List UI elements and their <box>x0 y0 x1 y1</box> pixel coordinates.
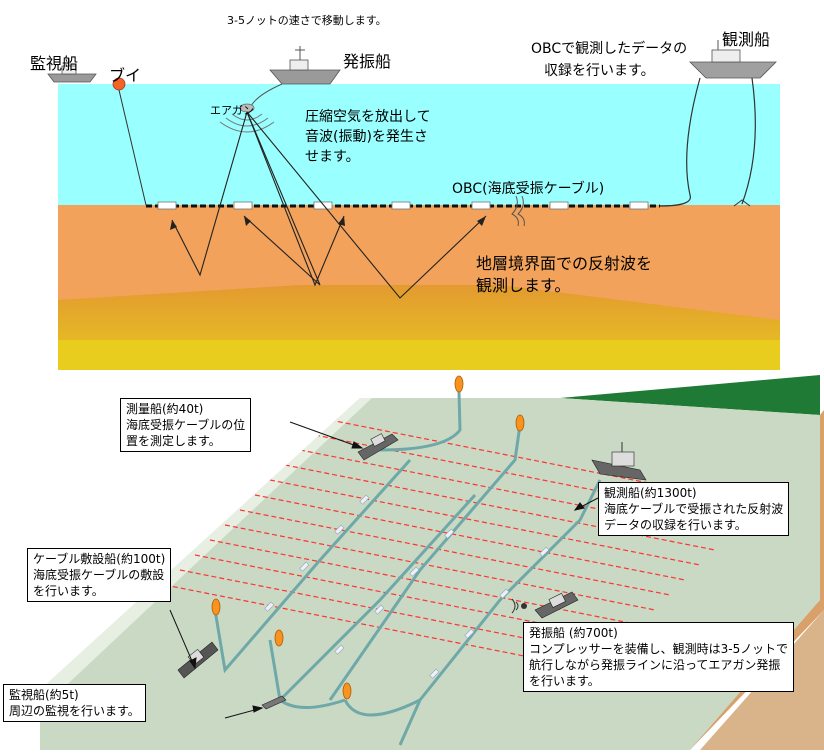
compressed-air-line-1: 圧縮空気を放出して <box>305 109 431 125</box>
cable-ship-line-2: を行います。 <box>33 584 104 598</box>
receiver-cables <box>213 391 602 746</box>
ray-arrowheads <box>170 216 486 230</box>
observation-ship-icon <box>659 40 777 207</box>
reflection-note-line-2: 観測します。 <box>476 276 571 295</box>
obc-receivers <box>157 201 649 210</box>
compressed-air-line-2: 音波(振動)を発生さ <box>305 129 428 145</box>
monitor-ship-label: 監視船 <box>30 54 79 73</box>
source-ship-line-2: 航行しながら発振ラインに沿ってエアガン発振 <box>529 658 781 672</box>
cable-ship-title: ケーブル敷設船(約100t) <box>33 552 166 566</box>
compressed-air-line-3: せます。 <box>305 149 360 165</box>
survey-layout-panel: 測量船(約40t) 海底受振ケーブルの位 置を測定します。 観測船(約1300t… <box>0 370 824 750</box>
ray-paths <box>171 111 487 299</box>
observation-ship-title: 観測船(約1300t) <box>604 486 697 500</box>
survey-ship-title: 測量船(約40t) <box>126 402 204 416</box>
buoys <box>211 375 525 700</box>
cross-section-svg <box>47 40 780 370</box>
airgun-icon <box>219 103 275 133</box>
source-ship-title: 発振船 (約700t) <box>529 626 618 640</box>
source-ship-icon <box>249 46 341 109</box>
observation-ship-icon-3d <box>591 442 647 481</box>
land-area <box>560 375 820 415</box>
source-ship-icon-3d <box>511 591 579 619</box>
speed-note: 3-5ノットの速さで移動します。 <box>227 14 387 27</box>
buoy-label: ブイ <box>109 66 142 85</box>
recording-note-line-1: OBCで観測したデータの <box>531 41 688 57</box>
survey-ship-callout: 測量船(約40t) 海底受振ケーブルの位 置を測定します。 <box>120 398 252 452</box>
airgun-label: エアガン <box>210 104 254 117</box>
obc-label: OBC(海底受振ケーブル) <box>452 181 605 197</box>
cable-ship-line-1: 海底受振ケーブルの敷設 <box>33 568 165 582</box>
source-ship-callout: 発振船 (約700t) コンプレッサーを装備し、観測時は3-5ノットで 航行しな… <box>523 622 795 692</box>
monitor-ship-icon <box>47 58 97 83</box>
survey-ship-line-2: 置を測定します。 <box>126 434 221 448</box>
monitor-ship-icon-3d <box>261 695 287 710</box>
monitor-ship-title: 監視船(約5t) <box>9 688 79 702</box>
buoy-icon <box>112 77 147 206</box>
survey-ship-icon <box>357 433 399 461</box>
observation-ship-line-1: 海底ケーブルで受振された反射波 <box>604 502 784 516</box>
source-ship-label: 発振船 <box>343 52 392 71</box>
source-ship-line-3: を行います。 <box>529 674 600 688</box>
cable-ship-callout: ケーブル敷設船(約100t) 海底受振ケーブルの敷設 を行います。 <box>27 548 172 602</box>
shore-strip <box>40 398 372 710</box>
callout-leaders <box>169 421 599 719</box>
observation-ship-line-2: データの収録を行います。 <box>604 518 747 532</box>
source-ship-line-1: コンプレッサーを装備し、観測時は3-5ノットで <box>529 642 789 656</box>
cable-receivers <box>264 494 550 679</box>
cross-section-panel: 3-5ノットの速さで移動します。 監視船 ブイ 発振船 OBCで観測したデータの… <box>0 0 824 370</box>
reflection-note-line-1: 地層境界面での反射波を <box>476 254 653 273</box>
sea-layer <box>58 84 780 208</box>
bottom-layer <box>58 340 780 370</box>
observation-ship-callout: 観測船(約1300t) 海底ケーブルで受振された反射波 データの収録を行います。 <box>598 482 790 536</box>
monitor-ship-callout: 監視船(約5t) 周辺の監視を行います。 <box>3 684 146 722</box>
survey-ship-line-1: 海底受振ケーブルの位 <box>126 418 246 432</box>
recording-note-line-2: 収録を行います。 <box>544 63 655 79</box>
monitor-ship-line-1: 周辺の監視を行います。 <box>9 704 140 718</box>
observation-ship-label: 観測船 <box>722 30 771 49</box>
